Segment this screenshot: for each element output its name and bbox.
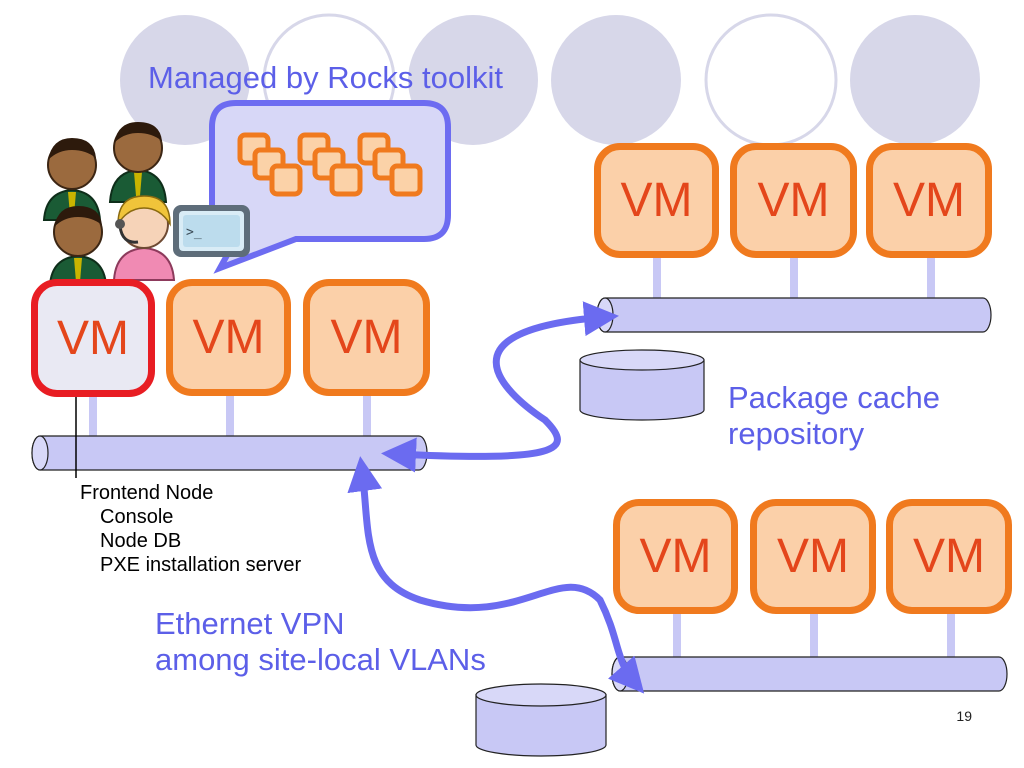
- managed-label: Managed by Rocks toolkit: [148, 60, 503, 95]
- mini-vm: [389, 163, 423, 197]
- vm-network-links: [89, 255, 955, 659]
- mini-vm: [269, 163, 303, 197]
- network-bus-top-right: [596, 297, 992, 333]
- vpn-arrow-bottom: [347, 456, 645, 694]
- bg-circle-4: [551, 15, 681, 145]
- vm-top-right-2: VM: [730, 143, 857, 258]
- link-stub: [790, 255, 798, 300]
- vm-left-3: VM: [303, 279, 430, 396]
- package-cache-line1: Package cache: [728, 380, 940, 415]
- rocks-bubble: [209, 100, 451, 274]
- vm-left-2: VM: [166, 279, 291, 396]
- vm-label: VM: [192, 311, 265, 364]
- vm-label: VM: [913, 530, 985, 583]
- vm-label: VM: [639, 530, 712, 583]
- frontend-item-nodedb: Node DB: [100, 530, 182, 552]
- vpn-line1: Ethernet VPN: [155, 606, 345, 641]
- package-cache-label: Package cache repository: [728, 380, 940, 451]
- vpn-line2: among site-local VLANs: [155, 641, 486, 677]
- vm-label: VM: [757, 174, 830, 227]
- user-icon-3: [48, 206, 108, 286]
- network-bus-bottom-right: [611, 656, 1008, 692]
- frontend-node-info: Frontend Node Console Node DB PXE instal…: [80, 481, 301, 577]
- user-icon-operator: [112, 195, 176, 281]
- mini-vm: [329, 163, 363, 197]
- page-number: 19: [956, 708, 972, 724]
- frontend-node-title: Frontend Node: [80, 482, 214, 504]
- link-stub: [947, 611, 955, 659]
- vm-top-right-3: VM: [866, 143, 992, 258]
- bg-circle-6: [850, 15, 980, 145]
- vm-bottom-right-2: VM: [750, 499, 876, 614]
- svg-text:>_: >_: [186, 225, 202, 240]
- bottom-storage: [475, 683, 607, 757]
- users-group-icon: [42, 122, 176, 286]
- link-stub: [89, 393, 97, 438]
- user-icon-2: [108, 122, 168, 203]
- link-stub: [810, 611, 818, 659]
- link-stub: [653, 255, 661, 300]
- link-stub: [226, 393, 234, 438]
- mini-vm-cluster: [237, 132, 423, 197]
- vm-bottom-right-1: VM: [613, 499, 738, 614]
- vm-bottom-right-3: VM: [886, 499, 1012, 614]
- vm-top-right-1: VM: [594, 143, 719, 258]
- vm-label: VM: [893, 174, 965, 227]
- frontend-item-pxe: PXE installation server: [100, 554, 302, 576]
- frontend-item-console: Console: [100, 506, 174, 528]
- package-cache-line2: repository: [728, 415, 865, 451]
- link-stub: [927, 255, 935, 300]
- vm-label: VM: [330, 311, 403, 364]
- terminal-icon: >_: [173, 205, 250, 257]
- vm-label: VM: [777, 530, 849, 583]
- frontend-vm: VM: [31, 279, 155, 397]
- vpn-arrow-top: [381, 301, 619, 473]
- bg-circle-5: [704, 13, 838, 147]
- vm-label: VM: [620, 174, 693, 227]
- vpn-label: Ethernet VPN among site-local VLANs: [155, 606, 486, 677]
- link-stub: [363, 393, 371, 438]
- network-bus-left: [31, 435, 428, 471]
- link-stub: [673, 611, 681, 659]
- vm-label: VM: [57, 311, 129, 365]
- package-cache-storage: [579, 349, 705, 421]
